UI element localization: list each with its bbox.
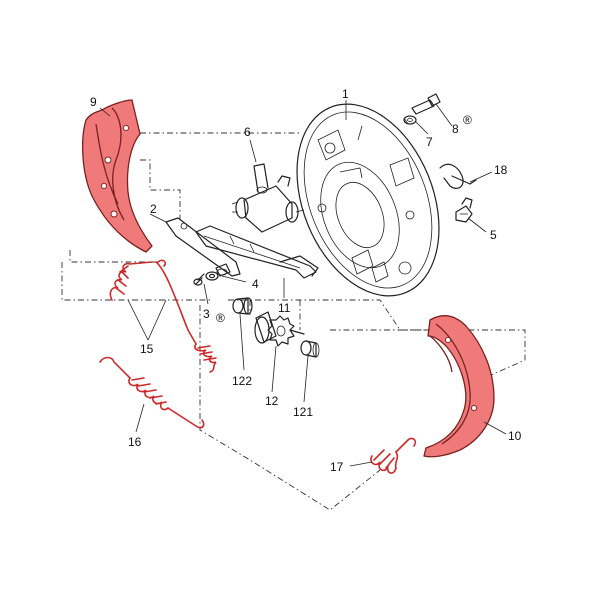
brake-shoe-right	[423, 315, 495, 458]
assembly-guide-lines	[61, 132, 526, 511]
label-part-16: 16	[128, 435, 142, 449]
backing-plate	[296, 103, 440, 297]
brake-shoe-left	[82, 99, 153, 253]
label-part-122: 122	[232, 374, 252, 388]
label-part-11: 11	[278, 301, 291, 315]
label-part-17: 17	[330, 460, 344, 474]
label-part-3: 3	[203, 307, 210, 321]
label-part-15: 15	[140, 342, 154, 356]
registered-mark-3: ®	[216, 311, 225, 325]
return-springs-15	[109, 259, 217, 373]
label-part-6: 6	[244, 125, 251, 139]
wheel-cylinder	[231, 163, 305, 233]
label-part-2: 2	[150, 202, 157, 216]
adjuster-wheel	[254, 311, 305, 347]
hold-down-hardware	[193, 263, 231, 286]
label-part-1: 1	[342, 87, 349, 101]
label-part-8: 8	[452, 122, 459, 136]
label-part-4: 4	[252, 277, 259, 291]
part-labels: 1 6 9 2 4 3 11 122 12 121 15 16 17 10 7 …	[90, 87, 522, 474]
label-part-7: 7	[426, 135, 433, 149]
label-part-121: 121	[293, 405, 313, 419]
label-part-18: 18	[494, 163, 508, 177]
bolt-and-washer	[403, 93, 441, 125]
adjuster-sleeve	[232, 297, 253, 315]
registered-mark-8: ®	[463, 113, 472, 127]
label-part-9: 9	[90, 95, 97, 109]
retaining-clip	[439, 163, 477, 189]
label-part-12: 12	[265, 394, 279, 408]
spring-16	[99, 356, 205, 429]
leader-lines	[99, 100, 507, 467]
label-part-10: 10	[508, 429, 522, 443]
plug	[455, 197, 473, 223]
label-part-5: 5	[490, 228, 497, 242]
adjuster-socket	[300, 340, 320, 358]
spring-17	[370, 437, 417, 474]
adjuster-lever-and-strut	[165, 217, 319, 279]
